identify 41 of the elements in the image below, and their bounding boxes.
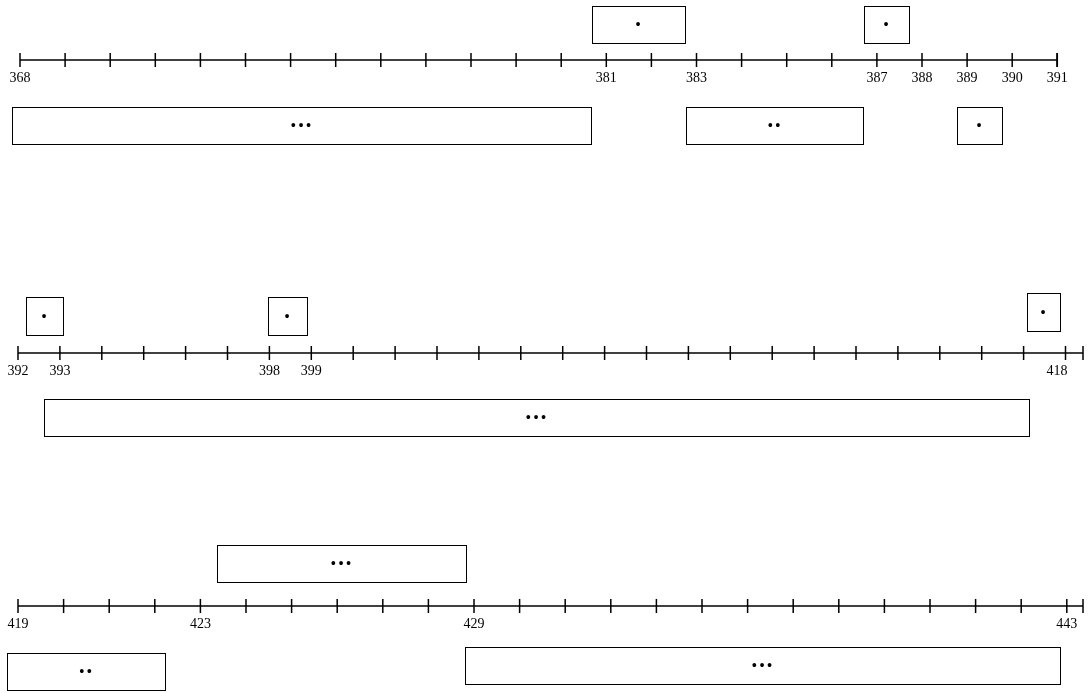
tick-label: 381 [595, 71, 617, 85]
tick-label: 419 [7, 617, 29, 631]
tick-label: 399 [300, 364, 322, 378]
interval-box [7, 653, 166, 691]
interval-box [26, 297, 64, 336]
interval-box [268, 297, 308, 336]
dot-marker: ••• [290, 118, 314, 134]
interval-box [592, 6, 686, 44]
dot-marker: • [976, 118, 984, 134]
tick-label: 390 [1001, 71, 1023, 85]
interval-box [217, 545, 467, 583]
tick-label: 418 [1046, 364, 1068, 378]
dot-marker: ••• [751, 658, 775, 674]
interval-box [686, 107, 864, 145]
tick-label: 391 [1046, 71, 1068, 85]
tick-label: 389 [956, 71, 978, 85]
dot-marker: ••• [525, 410, 549, 426]
interval-box [1027, 293, 1061, 332]
dot-marker: • [1040, 304, 1048, 321]
tick-label: 368 [9, 71, 31, 85]
tick-label: 429 [463, 617, 485, 631]
tick-label: 423 [189, 617, 211, 631]
interval-box [44, 399, 1030, 437]
interval-box [957, 107, 1003, 145]
tick-label: 383 [686, 71, 707, 85]
dot-marker: • [284, 308, 292, 325]
dot-marker: •• [767, 118, 783, 134]
dot-marker: •• [78, 664, 95, 680]
dot-marker: • [635, 17, 643, 33]
tick-label: 393 [49, 364, 71, 378]
tick-label: 387 [866, 71, 888, 85]
interval-box [864, 6, 910, 44]
tick-label: 388 [911, 71, 933, 85]
tick-label: 398 [258, 364, 280, 378]
tick-label: 443 [1056, 617, 1078, 631]
dot-marker: • [41, 308, 49, 325]
dot-marker: • [883, 17, 891, 33]
interval-box [12, 107, 592, 145]
tick-label: 392 [7, 364, 29, 378]
interval-box [465, 647, 1061, 685]
dot-marker: ••• [330, 556, 354, 572]
